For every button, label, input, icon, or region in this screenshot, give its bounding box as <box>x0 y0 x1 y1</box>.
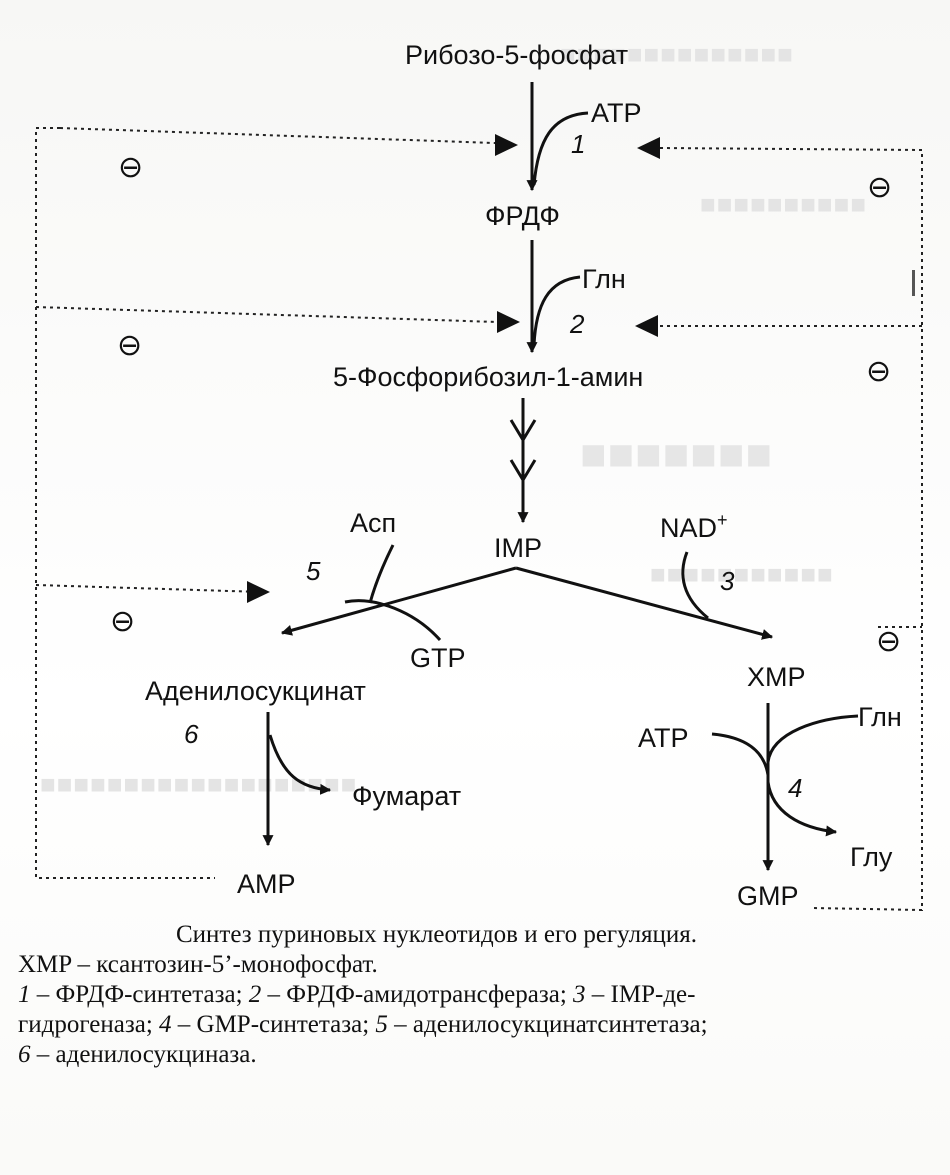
cofactor-glu: Глу <box>850 842 893 872</box>
caption-title: Синтез пуриновых нуклеотидов и его регул… <box>176 921 698 948</box>
figure-caption: Синтез пуриновых нуклеотидов и его регул… <box>18 920 928 1070</box>
purine-synthesis-diagram: Рибозо-5-фосфат ФРДФ 5-Фосфорибозил-1-ам… <box>35 40 923 912</box>
arrow-imp-to-adenylosuccinate <box>280 566 517 636</box>
arrow-gln-step4 <box>766 714 859 763</box>
feedback-arrowheads <box>247 134 660 603</box>
arrow-gln-step2 <box>532 275 581 346</box>
legend-text-4: – GMP-синтетаза; <box>171 1011 376 1038</box>
cofactor-nad-text: NAD <box>660 513 717 543</box>
caption-legend-line-1: 1 – ФРДФ-синтетаза; 2 – ФРДФ-амидотрансф… <box>18 980 928 1010</box>
node-amp: AMP <box>237 869 296 899</box>
arrowhead-left-step5 <box>247 581 270 603</box>
arrow-to-fumarate <box>268 734 332 795</box>
cofactor-atp-step4: ATP <box>638 723 689 753</box>
inhibition-icon-right-step2: ⊖ <box>866 354 891 389</box>
cofactor-nad-superscript: + <box>717 510 728 530</box>
bleed-through-text: ■■■■■■■■■■■■■■ <box>560 40 794 69</box>
caption-legend-line-3: 6 – аденилосукциназа. <box>18 1040 928 1070</box>
node-frdf: ФРДФ <box>485 201 560 231</box>
node-fumarate: Фумарат <box>352 781 461 811</box>
arrow-atp-step1 <box>532 111 589 186</box>
arrow-chevron-2 <box>509 459 537 483</box>
legend-number-3: 3 <box>573 981 586 1008</box>
bleed-through-text: ■■■■■■■■■■ <box>700 190 868 219</box>
feedback-lines <box>35 127 923 912</box>
inhibition-icon-right-step3: ⊖ <box>876 624 901 659</box>
cofactor-gtp: GTP <box>410 643 466 673</box>
arrowhead-left-step1 <box>495 134 518 156</box>
legend-text-5: – аденилосукцинатсинтетаза; <box>387 1011 708 1038</box>
inhibition-icon-left-step5: ⊖ <box>110 604 135 639</box>
legend-number-5: 5 <box>375 1011 388 1038</box>
node-phosphoribosylamine: 5-Фосфорибозил-1-амин <box>333 362 643 392</box>
step-number-2: 2 <box>569 309 585 339</box>
cofactor-gln-step2: Глн <box>582 264 626 294</box>
caption-xmp-definition: XMP – ксантозин-5’-монофосфат. <box>18 951 378 978</box>
feedback-line-left-step5 <box>35 584 263 593</box>
pathway-arrows <box>262 82 859 872</box>
arrow-to-glu <box>766 781 838 837</box>
arrowhead-left-step2 <box>497 311 520 333</box>
cofactor-nad: NAD+ <box>660 510 728 543</box>
arrow-chevron-1 <box>509 419 537 443</box>
legend-number-1: 1 <box>18 981 31 1008</box>
bleed-through-heading: ■■■■■■■ <box>580 430 774 479</box>
inhibition-icon-right-step1: ⊖ <box>867 170 892 205</box>
arrowhead-right-step1 <box>637 137 660 159</box>
legend-text-2: – ФРДФ-амидотрансфераза; <box>261 981 574 1008</box>
step-number-1: 1 <box>571 129 585 159</box>
node-xmp: XMP <box>747 662 806 692</box>
legend-number-4: 4 <box>159 1011 172 1038</box>
node-ribose-5-phosphate: Рибозо-5-фосфат <box>405 40 628 70</box>
caption-legend-line-2: гидрогеназа; 4 – GMP-синтетаза; 5 – аден… <box>18 1010 928 1040</box>
arrow-imp-to-xmp <box>515 566 774 640</box>
step-number-6: 6 <box>184 719 199 749</box>
arrowhead-right-step2 <box>635 315 658 337</box>
legend-text-3: – IMP-де- <box>585 981 696 1008</box>
arrow-nad-step3 <box>681 551 709 620</box>
cofactor-gln-step4: Глн <box>858 702 902 732</box>
legend-number-6: 6 <box>18 1041 31 1068</box>
feedback-line-left-step2 <box>35 306 498 323</box>
arrow-gtp-step5 <box>344 599 442 641</box>
inhibition-icon-left-step2: ⊖ <box>117 328 142 363</box>
step-number-4: 4 <box>788 773 802 803</box>
page-edge-mark <box>912 270 915 296</box>
step-number-5: 5 <box>306 556 321 586</box>
node-adenylosuccinate: Аденилосукцинат <box>145 676 366 706</box>
legend-text-3-cont: гидрогеназа; <box>18 1011 160 1038</box>
feedback-line-left-step1 <box>59 127 496 144</box>
arrow-asp-step5 <box>368 544 395 604</box>
arrow-atp-step4 <box>711 732 770 776</box>
step-number-3: 3 <box>720 566 735 596</box>
inhibition-icon-left-step1: ⊖ <box>118 150 143 185</box>
legend-text-1: – ФРДФ-синтетаза; <box>30 981 249 1008</box>
cofactor-asp: Асп <box>350 508 396 538</box>
feedback-line-left <box>35 127 215 879</box>
cofactor-atp-step1: ATP <box>591 98 642 128</box>
legend-text-6: – аденилосукциназа. <box>30 1041 257 1068</box>
node-imp: IMP <box>494 533 542 563</box>
legend-number-2: 2 <box>248 981 262 1008</box>
bleed-through-text: ■■■■■■■■■■■ <box>650 560 834 589</box>
node-gmp: GMP <box>737 881 799 911</box>
